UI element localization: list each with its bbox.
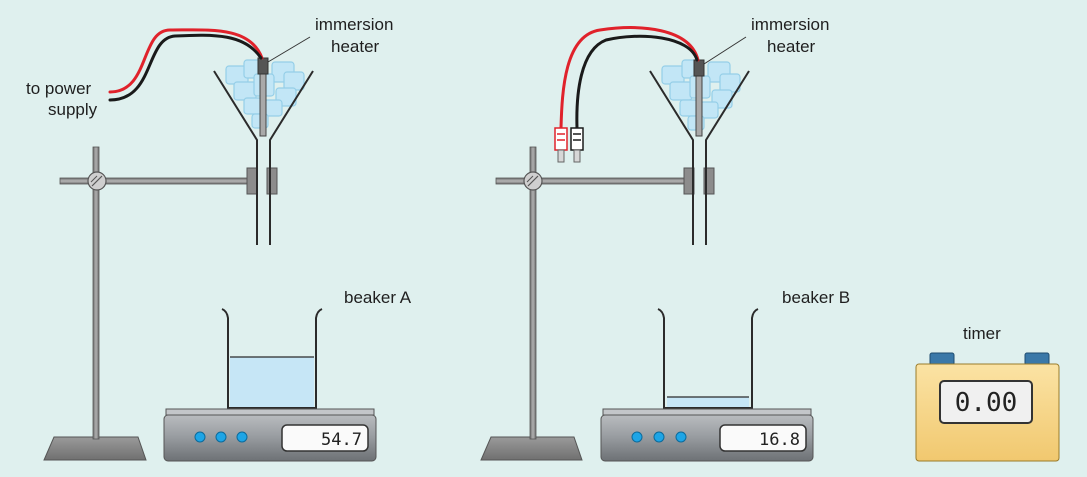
- label-beaker-a: beaker A: [344, 288, 412, 307]
- balance-a-button-3[interactable]: [236, 431, 248, 443]
- beaker-a: [221, 308, 323, 409]
- timer-start-button[interactable]: [929, 352, 955, 366]
- label-timer: timer: [963, 324, 1001, 343]
- stand-base-b: [480, 436, 583, 461]
- setup-a: 54.7 immersion heater to power supply be…: [26, 15, 412, 462]
- balance-a-reading: 54.7: [321, 430, 362, 450]
- funnel-b: [649, 70, 750, 245]
- plug-black: [570, 127, 584, 163]
- stand-pole-b: [529, 146, 537, 440]
- balance-b-button-2[interactable]: [653, 431, 665, 443]
- immersion-heater-a: [257, 57, 269, 137]
- timer: timer 0.00: [915, 324, 1060, 462]
- clamp-jaw-a: [246, 167, 258, 195]
- balance-a-display: [281, 424, 369, 452]
- labels-a: immersion heater to power supply beaker …: [26, 15, 412, 307]
- timer-stop-button[interactable]: [1024, 352, 1050, 366]
- stand-pole-a: [92, 146, 100, 440]
- beaker-b: [657, 308, 759, 409]
- label-power-supply-line2: supply: [48, 100, 98, 119]
- stand-base-a: [43, 436, 147, 461]
- balance-b-button-3[interactable]: [675, 431, 687, 443]
- label-immersion-heater-a-line1: immersion: [315, 15, 393, 34]
- setup-b: 16.8 immersion heater beaker B: [480, 15, 850, 462]
- label-immersion-heater-a-line2: heater: [331, 37, 380, 56]
- balance-a-button-1[interactable]: [194, 431, 206, 443]
- labels-b: immersion heater beaker B: [703, 15, 850, 307]
- timer-reading: 0.00: [955, 388, 1018, 418]
- label-power-supply-line1: to power: [26, 79, 92, 98]
- balance-b-button-1[interactable]: [631, 431, 643, 443]
- balance-a: 54.7: [163, 408, 377, 462]
- immersion-heater-b: [693, 59, 705, 137]
- retort-stand-a: [43, 146, 278, 461]
- label-immersion-heater-b-line2: heater: [767, 37, 816, 56]
- funnel-a: [213, 70, 314, 245]
- balance-b-reading: 16.8: [759, 430, 800, 450]
- label-immersion-heater-b-line1: immersion: [751, 15, 829, 34]
- plug-red: [554, 127, 568, 163]
- timer-display: [939, 380, 1033, 424]
- retort-stand-b: [480, 146, 715, 461]
- ice-cubes-a: [225, 59, 305, 129]
- beaker-b-water: [667, 397, 749, 407]
- power-wires-a: [108, 28, 264, 102]
- balance-a-button-2[interactable]: [215, 431, 227, 443]
- beaker-a-water: [230, 357, 314, 407]
- label-beaker-b: beaker B: [782, 288, 850, 307]
- balance-b-display: [719, 424, 807, 452]
- power-wires-b: [559, 26, 700, 130]
- balance-b: 16.8: [600, 408, 814, 462]
